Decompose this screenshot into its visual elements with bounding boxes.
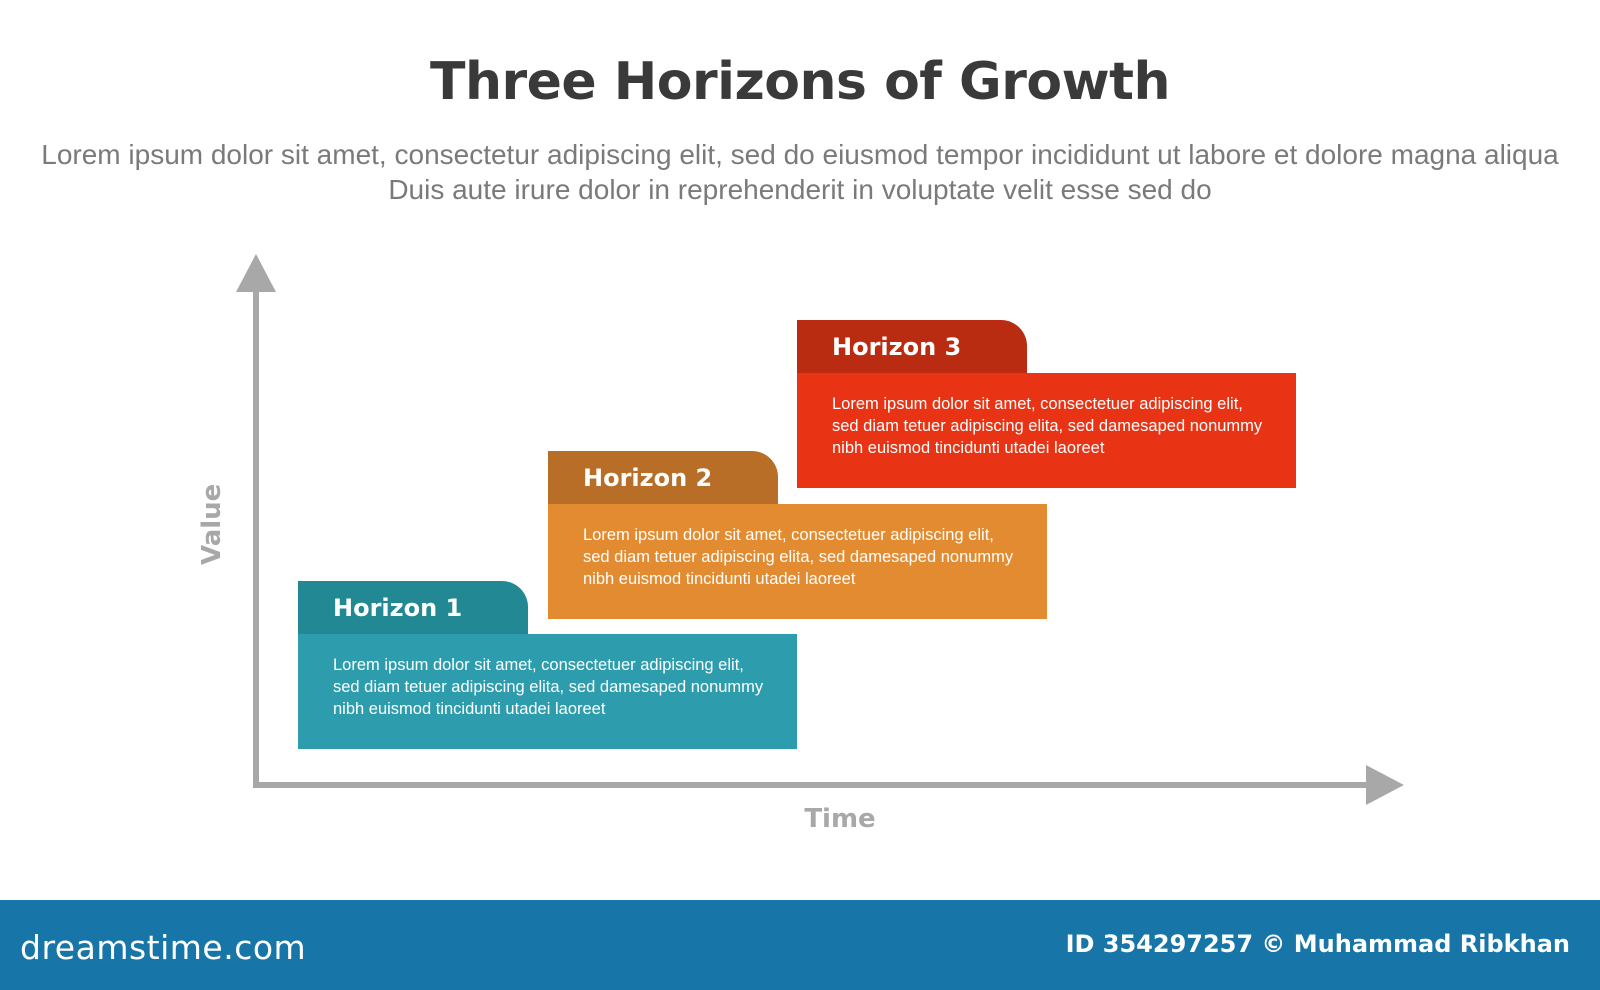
y-axis-arrowhead — [236, 254, 276, 292]
horizon-3-description: Lorem ipsum dolor sit amet, consectetuer… — [797, 373, 1296, 488]
axes — [236, 254, 1404, 805]
horizon-2-tab: Horizon 2 — [548, 451, 778, 504]
horizon-2-description: Lorem ipsum dolor sit amet, consectetuer… — [548, 504, 1047, 619]
page-title: Three Horizons of Growth — [430, 52, 1170, 112]
horizon-1-tab: Horizon 1 — [298, 581, 528, 634]
horizon-1-description: Lorem ipsum dolor sit amet, consectetuer… — [298, 634, 797, 749]
page-subtitle: Lorem ipsum dolor sit amet, consectetur … — [41, 139, 1559, 205]
x-axis-label: Time — [804, 804, 876, 834]
x-axis-arrowhead — [1366, 765, 1404, 805]
image-id-credit: ID 354297257 © Muhammad Ribkhan — [1065, 930, 1570, 958]
y-axis-label: Value — [197, 483, 227, 565]
watermark-footer: dreamstime.com ID 354297257 © Muhammad R… — [0, 900, 1600, 990]
horizon-3-tab: Horizon 3 — [797, 320, 1027, 373]
dreamstime-logo: dreamstime.com — [20, 928, 307, 967]
